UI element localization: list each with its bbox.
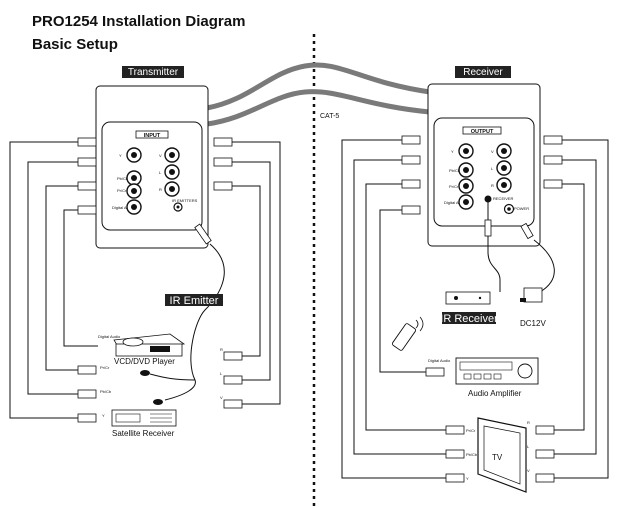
left-pr-label: Pr/Cr: [100, 365, 110, 370]
transmitter-jacks: Y Pb/Cb Pr/Cr Digital Audio V L R IR EMI…: [112, 147, 198, 215]
vcd-dvd-player: [113, 333, 186, 357]
left-y-label: Y: [102, 413, 105, 418]
tx-plug-3: [77, 181, 97, 191]
right-l-label: L: [527, 444, 530, 449]
right-r-label: R: [527, 420, 530, 425]
rx-left-wires: [341, 135, 465, 483]
left-r-label: R: [220, 347, 223, 352]
diagram-subtitle: Basic Setup: [32, 36, 118, 53]
transmitter-tag-bg: [122, 66, 184, 78]
cat5-cables: [206, 62, 431, 127]
tx-left-wires: [9, 137, 98, 423]
left-pb-label: Pb/Cb: [100, 389, 112, 394]
right-pb-label: Pb/Cb: [466, 452, 478, 457]
audio-amplifier: [455, 357, 539, 385]
tx-jack-label-digital: Digital Audio: [112, 205, 135, 210]
left-digital-label: Digital Audio: [98, 334, 121, 339]
tx-ir-port-label: IR EMITTERS: [172, 198, 198, 203]
receiver-jacks: Y Pb/Cb Pr/Cr Digital Audio V L R RECEIV…: [444, 143, 529, 215]
rx-jack-label-y: Y: [451, 149, 454, 154]
dc-label: DC12V: [520, 319, 546, 328]
rx-jack-label-pr: Pr/Cr: [449, 184, 459, 189]
left-l-label: L: [220, 371, 223, 376]
rx-jack-label-v: V: [491, 149, 494, 154]
remote-control-icon: [391, 316, 424, 351]
tx-plug-2: [77, 157, 97, 167]
satellite-receiver: [111, 409, 177, 427]
right-digital-label: Digital Audio: [428, 358, 451, 363]
satellite-label: Satellite Receiver: [112, 429, 175, 438]
right-v-label: V: [527, 468, 530, 473]
transmitter-panel-title-box: [135, 130, 169, 139]
ir-emitter-bulb-2: [153, 399, 163, 405]
tx-jack-label-pr: Pr/Cr: [117, 188, 127, 193]
receiver-panel-title: OUTPUT: [471, 129, 494, 135]
tx-plug-1: [77, 137, 97, 147]
ir-receiver-tag: IR Receiver: [440, 313, 498, 325]
cat5-label: CAT-5: [320, 113, 339, 120]
tv-label: TV: [492, 453, 503, 462]
ir-emitter-tag-bg: [165, 294, 223, 306]
tv-icon: TV: [477, 417, 527, 493]
tx-plug-4: [77, 205, 97, 215]
transmitter-panel-title: INPUT: [144, 133, 161, 139]
tx-jack-label-pb: Pb/Cb: [117, 176, 129, 181]
rx-jack-label-l: L: [491, 166, 494, 171]
rx-right-wires: [535, 135, 609, 483]
rx-jack-label-digital: Digital Audio: [444, 200, 467, 205]
tx-right-wires: [213, 137, 281, 409]
rx-jack-label-pb: Pb/Cb: [449, 168, 461, 173]
tx-jack-label-y: Y: [119, 153, 122, 158]
receiver-panel-title-box: [462, 126, 502, 135]
ir-receiver-device: [445, 291, 491, 305]
receiver-tag-bg: [455, 66, 511, 78]
rx-ir-port-label: RECEIVER: [493, 196, 514, 201]
tx-plug-pb-dev: [77, 389, 97, 399]
tx-plug-y-dev: [77, 413, 97, 423]
right-y-label: Y: [466, 476, 469, 481]
left-v-label: V: [220, 395, 223, 400]
rx-jack-label-r: R: [491, 183, 494, 188]
ir-receiver-cable: [445, 202, 501, 305]
ir-receiver-tag-bg: [442, 312, 496, 324]
tx-jack-label-r: R: [159, 187, 162, 192]
transmitter-tag: Transmitter: [128, 67, 179, 78]
receiver-tag: Receiver: [463, 67, 503, 78]
ir-emitter-cable: [140, 223, 225, 405]
dc-adapter: [520, 222, 555, 303]
diagram-title: PRO1254 Installation Diagram: [32, 13, 245, 30]
rx-ir-port: [484, 195, 492, 203]
vcd-dvd-label: VCD/DVD Player: [114, 357, 175, 366]
tx-plug-pr-dev: [77, 365, 97, 375]
rx-power-port-label: POWER: [514, 206, 529, 211]
audio-amp-label: Audio Amplifier: [468, 389, 522, 398]
ir-emitter-tag: IR Emitter: [170, 295, 219, 307]
ir-emitter-bulb-1: [140, 370, 150, 376]
right-pr-label: Pr/Cr: [466, 428, 476, 433]
tx-jack-label-l: L: [159, 170, 162, 175]
tx-jack-label-v: V: [159, 153, 162, 158]
